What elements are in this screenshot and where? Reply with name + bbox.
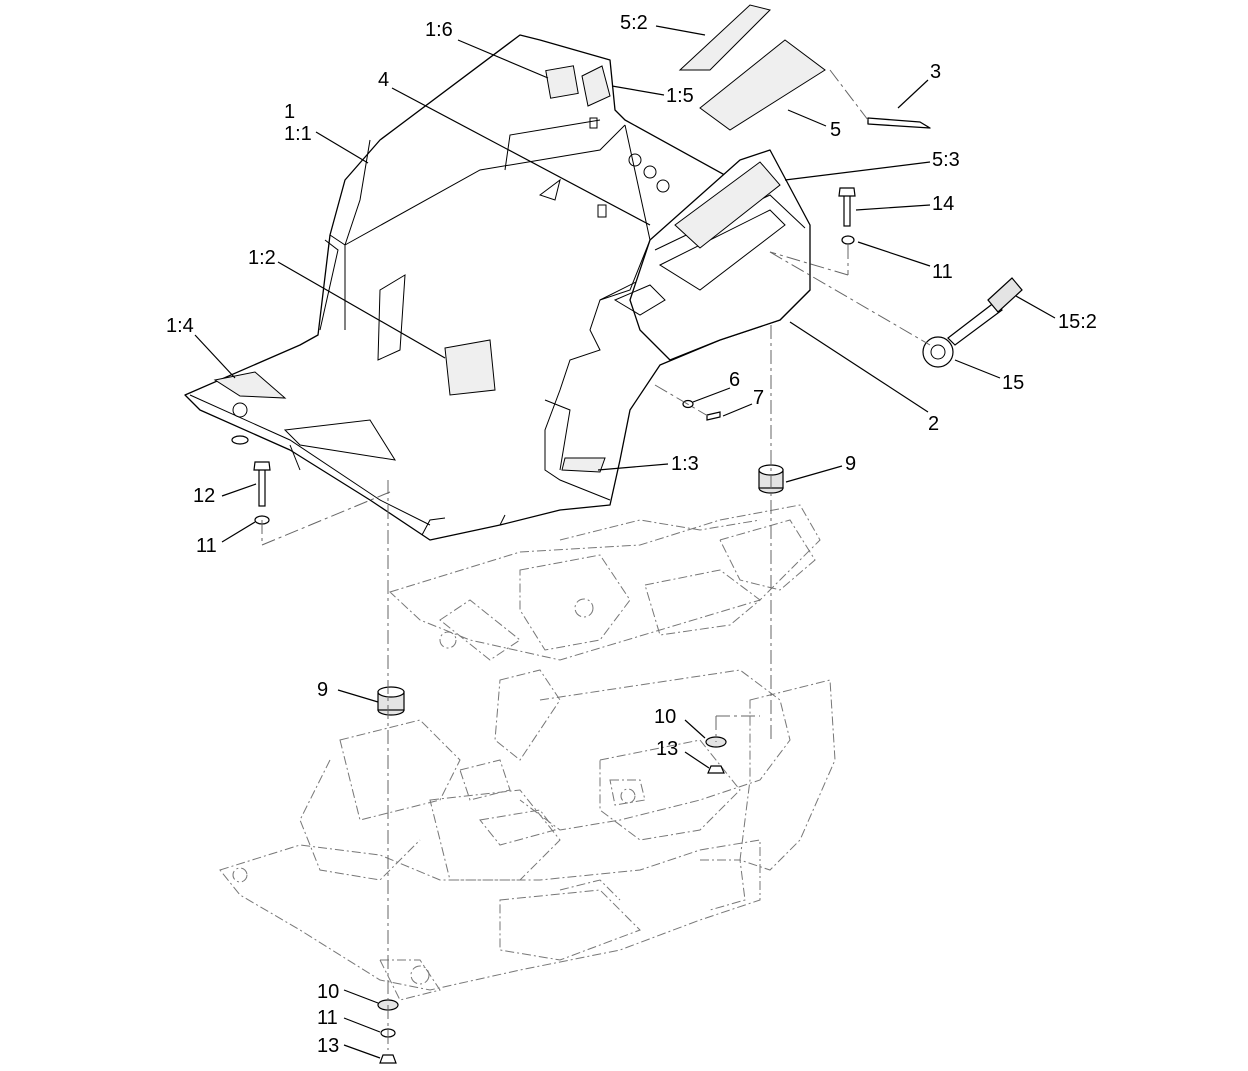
hardware: [231, 187, 1023, 1064]
callout-5: 5: [830, 119, 841, 141]
callout-10-right: 10: [654, 706, 676, 728]
callout-1-5: 1:5: [666, 85, 694, 107]
callout-4: 4: [378, 69, 389, 91]
cover-5: [699, 39, 826, 131]
nut-13-right: [707, 765, 725, 774]
callout-3: 3: [930, 61, 941, 83]
callout-6: 6: [729, 369, 740, 391]
cover-5-2: [678, 4, 771, 71]
callout-11-bottom: 11: [317, 1007, 338, 1029]
callout-10-bottom: 10: [317, 981, 339, 1003]
callout-15: 15: [1002, 372, 1024, 394]
callout-15-2: 15:2: [1058, 311, 1097, 333]
console-covers: [674, 4, 931, 249]
chassis-frame: [219, 504, 836, 1001]
key-fob-15-2: [987, 277, 1023, 313]
callout-14: 14: [932, 193, 954, 215]
assembly-lines: [261, 69, 931, 1050]
decal-1-5: [581, 65, 611, 107]
washer-11-upper: [841, 235, 855, 245]
callout-9-left: 9: [317, 679, 328, 701]
bolt-14: [843, 193, 851, 227]
callout-13-right: 13: [656, 738, 678, 760]
callout-2: 2: [928, 413, 939, 435]
callout-1-2: 1:2: [248, 247, 276, 269]
callout-1-3: 1:3: [671, 453, 699, 475]
callout-13-bottom: 13: [317, 1035, 339, 1057]
callout-1: 1: [284, 101, 295, 123]
callout-7: 7: [753, 387, 764, 409]
decal-1-6: [545, 65, 579, 99]
callout-11-left: 11: [196, 535, 217, 557]
leader-lines: [194, 25, 1056, 1059]
callout-5-2: 5:2: [620, 12, 648, 34]
decal-1-3: [561, 457, 606, 473]
callout-labels: 1 1:1 1:6 1:5 4 5:2 5 3 5:3 14 11 15:2 1…: [166, 12, 1097, 1057]
callout-1-1: 1:1: [284, 123, 312, 145]
callout-11-upper: 11: [932, 261, 953, 283]
decal-1-4: [213, 371, 287, 399]
pin-7: [706, 411, 721, 421]
cover-5-3: [674, 161, 781, 249]
callout-5-3: 5:3: [932, 149, 960, 171]
control-panel-assembly: [184, 34, 811, 541]
decal-1-2: [444, 339, 496, 396]
callout-12: 12: [193, 485, 215, 507]
callout-1-4: 1:4: [166, 315, 194, 337]
nut-13-bottom: [379, 1054, 397, 1064]
callout-9-right: 9: [845, 453, 856, 475]
key-15: [922, 277, 1023, 368]
bolt-12: [258, 467, 266, 507]
isolator-9-left: [377, 686, 405, 716]
callout-1-6: 1:6: [425, 19, 453, 41]
rod-3: [867, 117, 931, 129]
